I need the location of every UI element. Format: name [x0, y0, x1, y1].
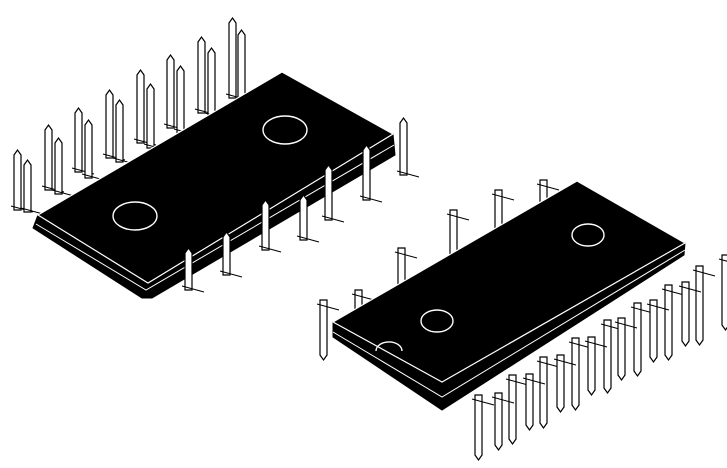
ic-package-left: [10, 16, 420, 299]
pin-front_row-3: [261, 198, 270, 251]
pin-front_row-6: [362, 143, 371, 201]
pin-back_row_inner-6: [176, 64, 185, 134]
pin-front_row-3: [539, 356, 548, 430]
ic-package-right: [316, 179, 727, 462]
pin-back_row-1-bend: [316, 303, 340, 311]
pin-back_row_inner-3: [84, 118, 93, 179]
package-parting-line: [332, 249, 686, 398]
pin-front_row_inner-7: [681, 281, 690, 348]
pin-back_row-4: [105, 88, 114, 159]
pin-back_row-4-bend: [446, 213, 470, 221]
pin-back_row-1: [319, 299, 328, 362]
pin-front_row-1: [474, 394, 483, 462]
pin-back_row_inner-7: [207, 46, 216, 118]
pin-front_row_inner-6: [649, 299, 658, 364]
pin-front_row_inner-3: [556, 354, 565, 414]
pin-back_row-5-bend: [491, 193, 515, 201]
pin-front_row-7-bend: [661, 288, 685, 296]
ejector-pin-mark-icon: [262, 115, 308, 145]
pin-front_row-4-bend: [296, 235, 320, 243]
pin-front_row-2-bend: [219, 270, 243, 278]
pin-front_row_inner-5: [617, 317, 626, 382]
pin-back_row_inner-4: [115, 98, 124, 163]
pin-back_row-8: [228, 16, 237, 99]
pin-front_row_inner-4: [587, 336, 596, 397]
ejector-pin-mark-icon: [571, 223, 605, 247]
pin-front_row-9-bend: [718, 258, 727, 262]
pin-front_row-1-bend: [471, 398, 495, 406]
pin-front_row-4: [571, 337, 580, 412]
pin-back_row_inner-1-bend: [20, 207, 44, 215]
pin-front_row_inner-1: [494, 392, 503, 452]
pin-back_row-3: [74, 106, 83, 173]
pin-front_row-6-bend: [359, 195, 383, 203]
pin-front_row-5-bend: [321, 215, 345, 223]
pin-back_row-6: [166, 53, 175, 129]
pin-front_row-3-bend: [258, 245, 282, 253]
pin-front_row-8-bend: [692, 269, 716, 277]
pin-front_row-5: [603, 319, 612, 395]
pin-front_row-4-bend: [568, 341, 592, 349]
pin-back_row_inner-5: [146, 82, 155, 149]
pin-front_row-1-bend: [181, 285, 205, 293]
pin-front_row-7-bend: [396, 170, 420, 178]
pin-front_row-4: [299, 193, 308, 241]
pin-back_row-6-bend: [536, 183, 560, 191]
pin-front_row_inner-3-bend: [553, 358, 577, 366]
pin-back_row-2-bend: [351, 293, 375, 301]
pin-back_row-1: [13, 148, 22, 211]
pin-back_row-3-bend: [394, 251, 418, 259]
pin-front_row_inner-2-bend: [522, 377, 546, 385]
ejector-pin-mark-icon: [420, 309, 454, 333]
pin-back_row-5: [136, 68, 145, 144]
pin-front_row-2: [222, 230, 231, 276]
pin-front_row-3-bend: [536, 360, 560, 368]
pin-front_row_inner-2: [525, 373, 534, 432]
pin-front_row-2-bend: [505, 378, 529, 386]
pin-front_row-9: [721, 254, 727, 332]
pin-back_row_inner-8: [237, 28, 246, 103]
pin-front_row-7: [399, 116, 408, 176]
pin-back_row_inner-2-bend: [51, 189, 75, 197]
pin-back_row_inner-2: [54, 136, 63, 195]
pin-front_row-1: [184, 246, 193, 291]
pin-front_row-7: [664, 284, 673, 362]
pin1-notch-icon: [375, 341, 403, 352]
pin-front_row-2: [508, 374, 517, 446]
package-body-top: [36, 71, 395, 284]
pin-front_row_inner-1-bend: [491, 396, 515, 404]
pin-back_row-2: [44, 123, 53, 191]
pin-back_row-7: [197, 35, 206, 114]
pin-front_row-6-bend: [630, 306, 654, 314]
package-body-top: [331, 180, 687, 383]
pin-front_row-6: [633, 302, 642, 378]
pin-back_row_inner-1: [23, 158, 32, 213]
pin-front_row_inner-7-bend: [678, 285, 702, 293]
pin-front_row-5: [324, 163, 333, 221]
pin-front_row_inner-4-bend: [584, 340, 608, 348]
ejector-pin-mark-icon: [112, 201, 158, 231]
pin-front_row_inner-6-bend: [646, 303, 670, 311]
package-parting-line: [35, 144, 395, 291]
pin-front_row-8: [695, 265, 704, 347]
pin-front_row_inner-5-bend: [614, 321, 638, 329]
